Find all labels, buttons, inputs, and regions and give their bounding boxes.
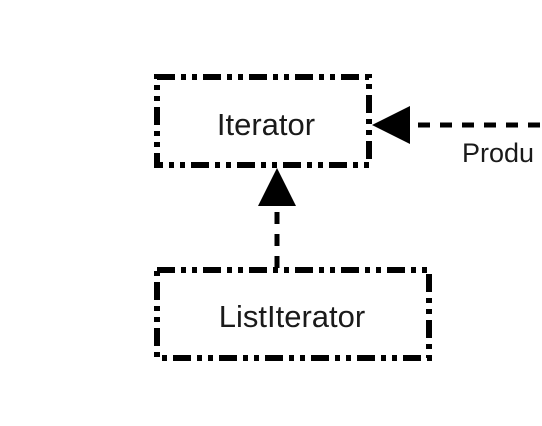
produces-edge-label: Produ <box>462 138 534 168</box>
iterator-box[interactable] <box>154 74 372 168</box>
list-iterator-box[interactable] <box>154 267 432 361</box>
list-iterator-label: ListIterator <box>219 299 365 334</box>
iterator-label: Iterator <box>217 107 315 142</box>
implements-arrowhead-icon <box>258 168 296 206</box>
produces-arrowhead-icon <box>372 106 410 144</box>
